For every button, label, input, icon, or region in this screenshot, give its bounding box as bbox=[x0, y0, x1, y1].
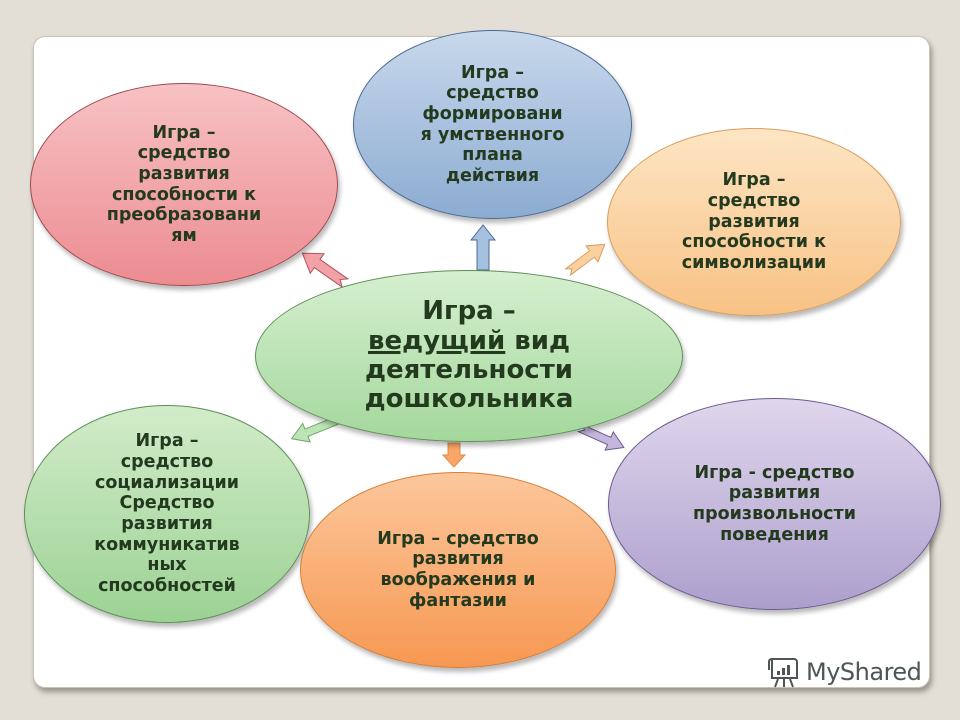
node-label: Игра – средство социализации Средство ра… bbox=[94, 431, 240, 596]
node-label: Игра – средство формировани я умственног… bbox=[420, 62, 565, 186]
node-symbolization-ability: Игра – средство развития способности к с… bbox=[607, 128, 901, 316]
node-transformation-ability: Игра – средство развития способности к п… bbox=[30, 83, 338, 286]
node-label: Игра – средство развития способности к с… bbox=[681, 170, 827, 273]
center-underlined-word: ведущий bbox=[368, 325, 506, 356]
node-label: Игра – средство развития воображения и ф… bbox=[377, 528, 539, 611]
node-socialization: Игра – средство социализации Средство ра… bbox=[24, 405, 310, 623]
center-line-3: деятельности bbox=[364, 355, 574, 385]
node-mental-action-plan: Игра – средство формировани я умственног… bbox=[353, 30, 632, 219]
node-label: Игра – средство развития способности к п… bbox=[106, 122, 262, 246]
watermark-text: MyShared bbox=[806, 658, 922, 686]
node-label: Игра - средство развития произвольности … bbox=[693, 462, 856, 545]
center-label: Игра – ведущий вид деятельности дошкольн… bbox=[365, 297, 574, 415]
center-line-2-rest: вид bbox=[505, 325, 570, 356]
center-line-1: Игра – bbox=[422, 296, 516, 327]
center-node-leading-activity: Игра – ведущий вид деятельности дошкольн… bbox=[255, 270, 683, 442]
myshared-watermark: MyShared bbox=[768, 655, 922, 689]
node-imagination-fantasy: Игра – средство развития воображения и ф… bbox=[300, 472, 616, 668]
node-voluntary-behavior: Игра - средство развития произвольности … bbox=[608, 398, 941, 610]
presentation-board-icon bbox=[768, 658, 798, 688]
center-line-4: дошкольника bbox=[364, 384, 574, 415]
